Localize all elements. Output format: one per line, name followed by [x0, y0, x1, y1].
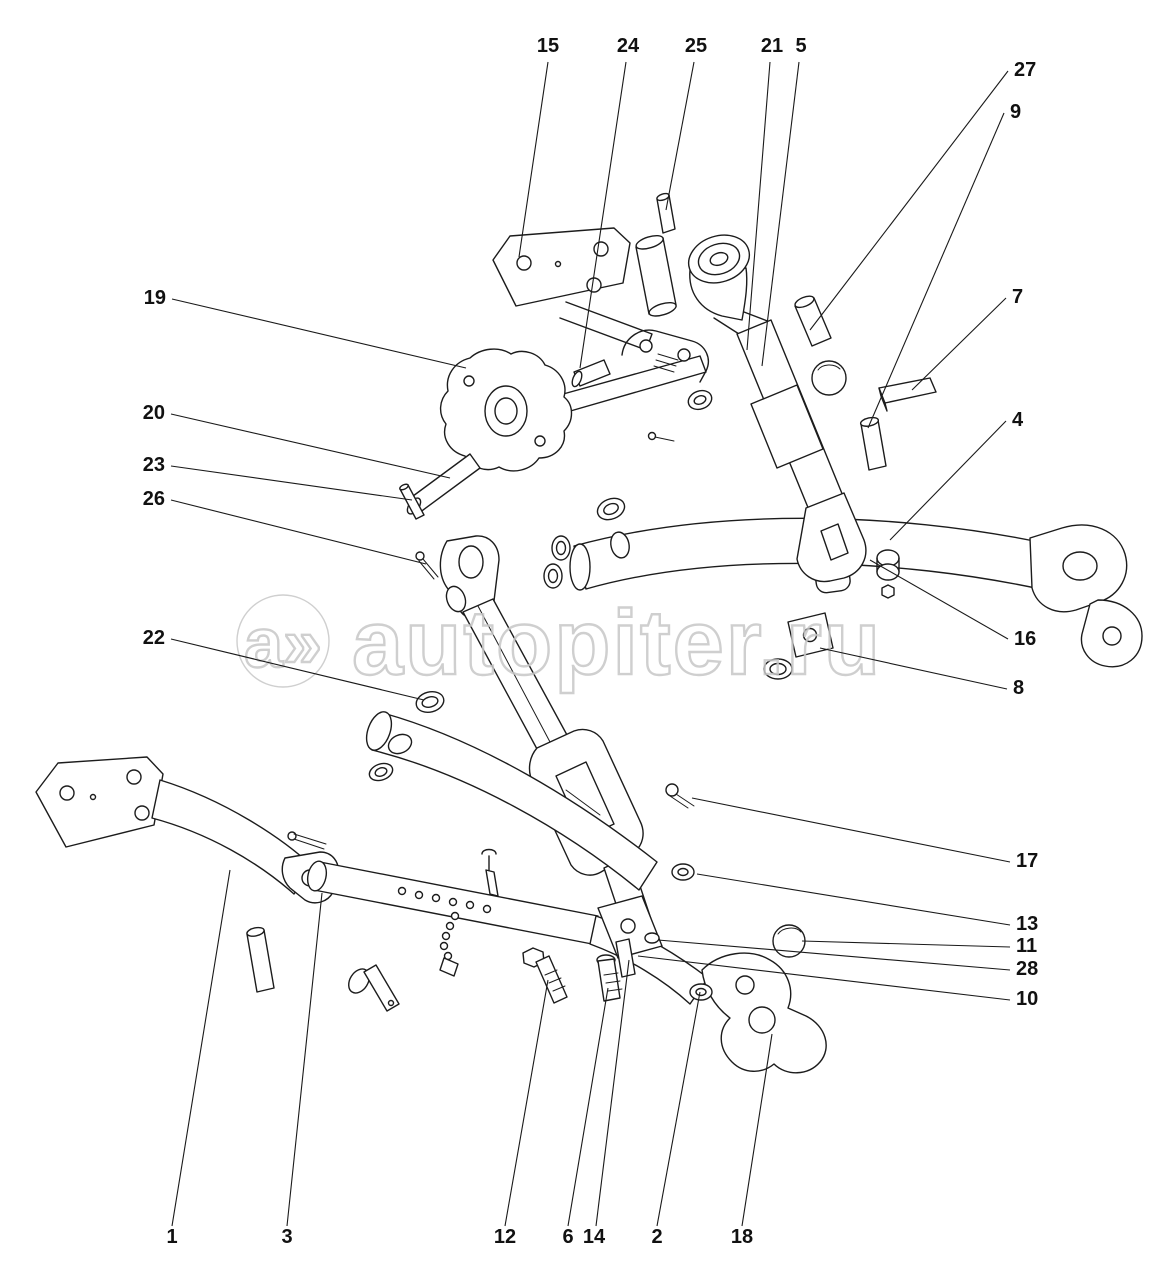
callout-label-28: 28 [1016, 958, 1038, 980]
top-mounting-plate [492, 227, 653, 351]
watermark: a» autopiter.ru [236, 591, 882, 695]
callout-label-23: 23 [143, 454, 165, 476]
leader-line-22 [170, 638, 425, 701]
middle-link-arm [365, 711, 658, 891]
leader-line-16 [869, 559, 1009, 640]
leader-line-6 [567, 987, 609, 1227]
watermark-site: autopiter.ru [352, 592, 882, 694]
leader-line-12 [504, 979, 549, 1227]
callout-label-11: 11 [1016, 935, 1037, 957]
callout-label-6: 6 [562, 1226, 573, 1248]
callout-label-18: 18 [731, 1226, 753, 1248]
upper-small-parts [555, 192, 713, 442]
leader-line-19 [171, 298, 467, 369]
right-loose-parts [763, 295, 937, 680]
leader-line-27 [809, 70, 1009, 331]
leader-line-13 [696, 873, 1011, 926]
callout-label-19: 19 [144, 287, 166, 309]
callout-label-9: 9 [1010, 101, 1021, 123]
leader-line-1 [171, 869, 231, 1227]
callout-label-8: 8 [1013, 677, 1024, 699]
callout-label-24: 24 [617, 35, 640, 57]
leader-line-9 [867, 112, 1005, 429]
leader-line-10 [637, 955, 1011, 1001]
watermark-logo: a» [244, 604, 322, 682]
left-lower-link [35, 756, 827, 1074]
leader-line-3 [286, 892, 323, 1227]
center-bracket-casting [399, 348, 573, 580]
leader-line-14 [595, 959, 630, 1227]
callout-label-15: 15 [537, 35, 559, 57]
leader-line-7 [911, 297, 1007, 391]
leader-line-15 [518, 61, 549, 258]
callout-label-26: 26 [143, 488, 165, 510]
leader-line-8 [819, 647, 1008, 690]
callout-label-5: 5 [795, 35, 806, 57]
leader-line-21 [746, 61, 771, 351]
callout-label-7: 7 [1012, 286, 1023, 308]
callout-label-12: 12 [494, 1226, 516, 1248]
callout-label-20: 20 [143, 402, 165, 424]
leader-line-18 [741, 1033, 773, 1227]
leader-line-28 [657, 939, 1011, 971]
leader-line-25 [665, 61, 695, 211]
leader-line-17 [691, 797, 1011, 863]
callout-label-22: 22 [143, 627, 165, 649]
upper-lift-rod-assembly [687, 234, 867, 583]
callout-label-21: 21 [761, 35, 783, 57]
callout-label-1: 1 [166, 1226, 177, 1248]
callout-label-25: 25 [685, 35, 707, 57]
leader-line-4 [889, 420, 1007, 541]
leader-line-24 [579, 61, 627, 369]
leader-line-20 [170, 413, 451, 479]
leader-line-2 [656, 991, 701, 1227]
callout-label-3: 3 [281, 1226, 292, 1248]
callout-label-27: 27 [1014, 59, 1036, 81]
leader-line-23 [170, 465, 413, 501]
leader-line-5 [761, 61, 800, 367]
callout-label-2: 2 [651, 1226, 662, 1248]
callout-label-13: 13 [1016, 913, 1038, 935]
leader-line-26 [170, 499, 427, 565]
mid-washers [415, 497, 626, 714]
callout-label-14: 14 [583, 1226, 606, 1248]
bottom-fasteners [348, 783, 806, 1012]
callout-label-4: 4 [1012, 409, 1024, 431]
callout-label-17: 17 [1016, 850, 1038, 872]
leader-line-11 [801, 940, 1011, 948]
callout-label-10: 10 [1016, 988, 1038, 1010]
callout-label-16: 16 [1014, 628, 1036, 650]
